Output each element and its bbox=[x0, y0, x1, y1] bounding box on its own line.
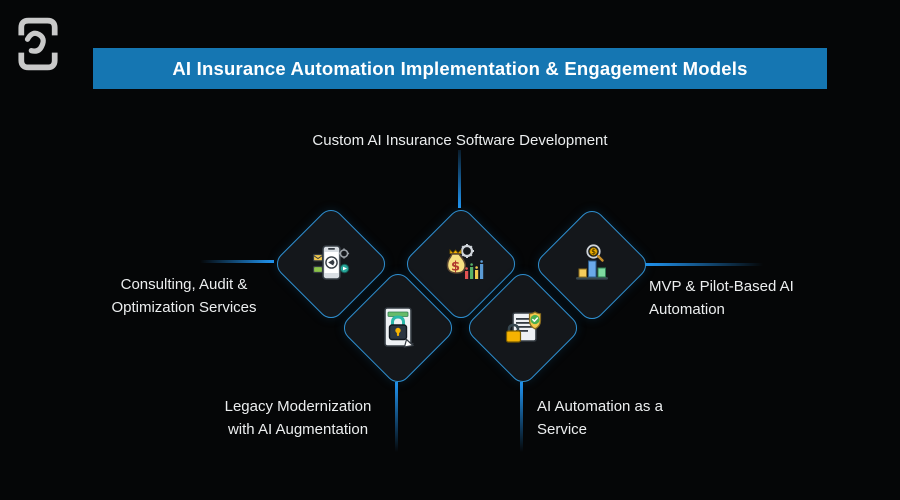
connector-bottom-left bbox=[395, 382, 398, 452]
label-custom-software: Custom AI Insurance Software Development bbox=[312, 132, 608, 149]
brand-logo-icon bbox=[18, 17, 58, 71]
label-mvp: MVP & Pilot-Based AI Automation bbox=[649, 278, 794, 318]
label-legacy: Legacy Modernization with AI Augmentatio… bbox=[224, 398, 372, 438]
node-mvp-diamond: $ bbox=[532, 205, 652, 325]
smartphone-marketing-icon bbox=[312, 245, 350, 280]
label-consulting: Consulting, Audit & Optimization Service… bbox=[111, 276, 257, 316]
title-banner: AI Insurance Automation Implementation &… bbox=[93, 48, 827, 89]
node-legacy-diamond bbox=[338, 268, 458, 388]
bar-chart-magnifier-coin-icon: $ bbox=[576, 244, 608, 280]
node-consulting-diamond bbox=[271, 204, 391, 324]
svg-text:$: $ bbox=[591, 248, 596, 256]
connector-top bbox=[458, 150, 461, 208]
page-title: AI Insurance Automation Implementation &… bbox=[172, 57, 748, 79]
document-shield-check-padlock-icon bbox=[505, 311, 542, 343]
money-bag-gear-bar-chart-icon: $ bbox=[446, 244, 484, 279]
connector-left bbox=[200, 260, 274, 263]
connector-right bbox=[645, 263, 763, 266]
document-padlock-pencil-icon bbox=[384, 307, 415, 348]
node-custom-software-diamond: $ bbox=[401, 204, 521, 324]
svg-text:$: $ bbox=[451, 260, 460, 275]
node-aiaas-diamond bbox=[463, 268, 583, 388]
label-aiaas: AI Automation as a Service bbox=[537, 398, 663, 438]
connector-bottom-right bbox=[520, 382, 523, 452]
